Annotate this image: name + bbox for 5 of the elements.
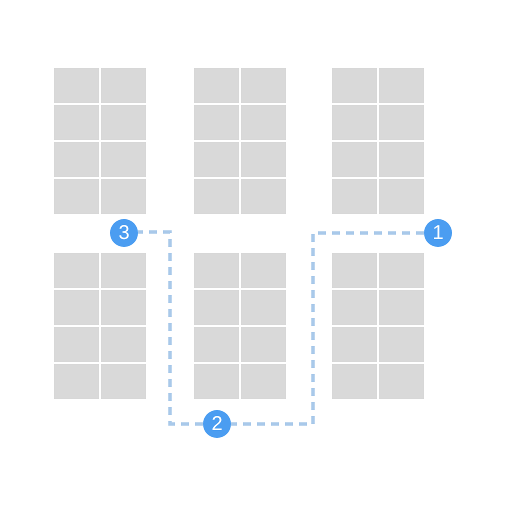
waypoint-marker: 1 bbox=[424, 219, 452, 247]
waypoint-marker: 3 bbox=[110, 219, 138, 247]
waypoint-marker: 2 bbox=[203, 410, 231, 438]
route-line bbox=[138, 230, 203, 426]
route-line bbox=[231, 231, 424, 426]
